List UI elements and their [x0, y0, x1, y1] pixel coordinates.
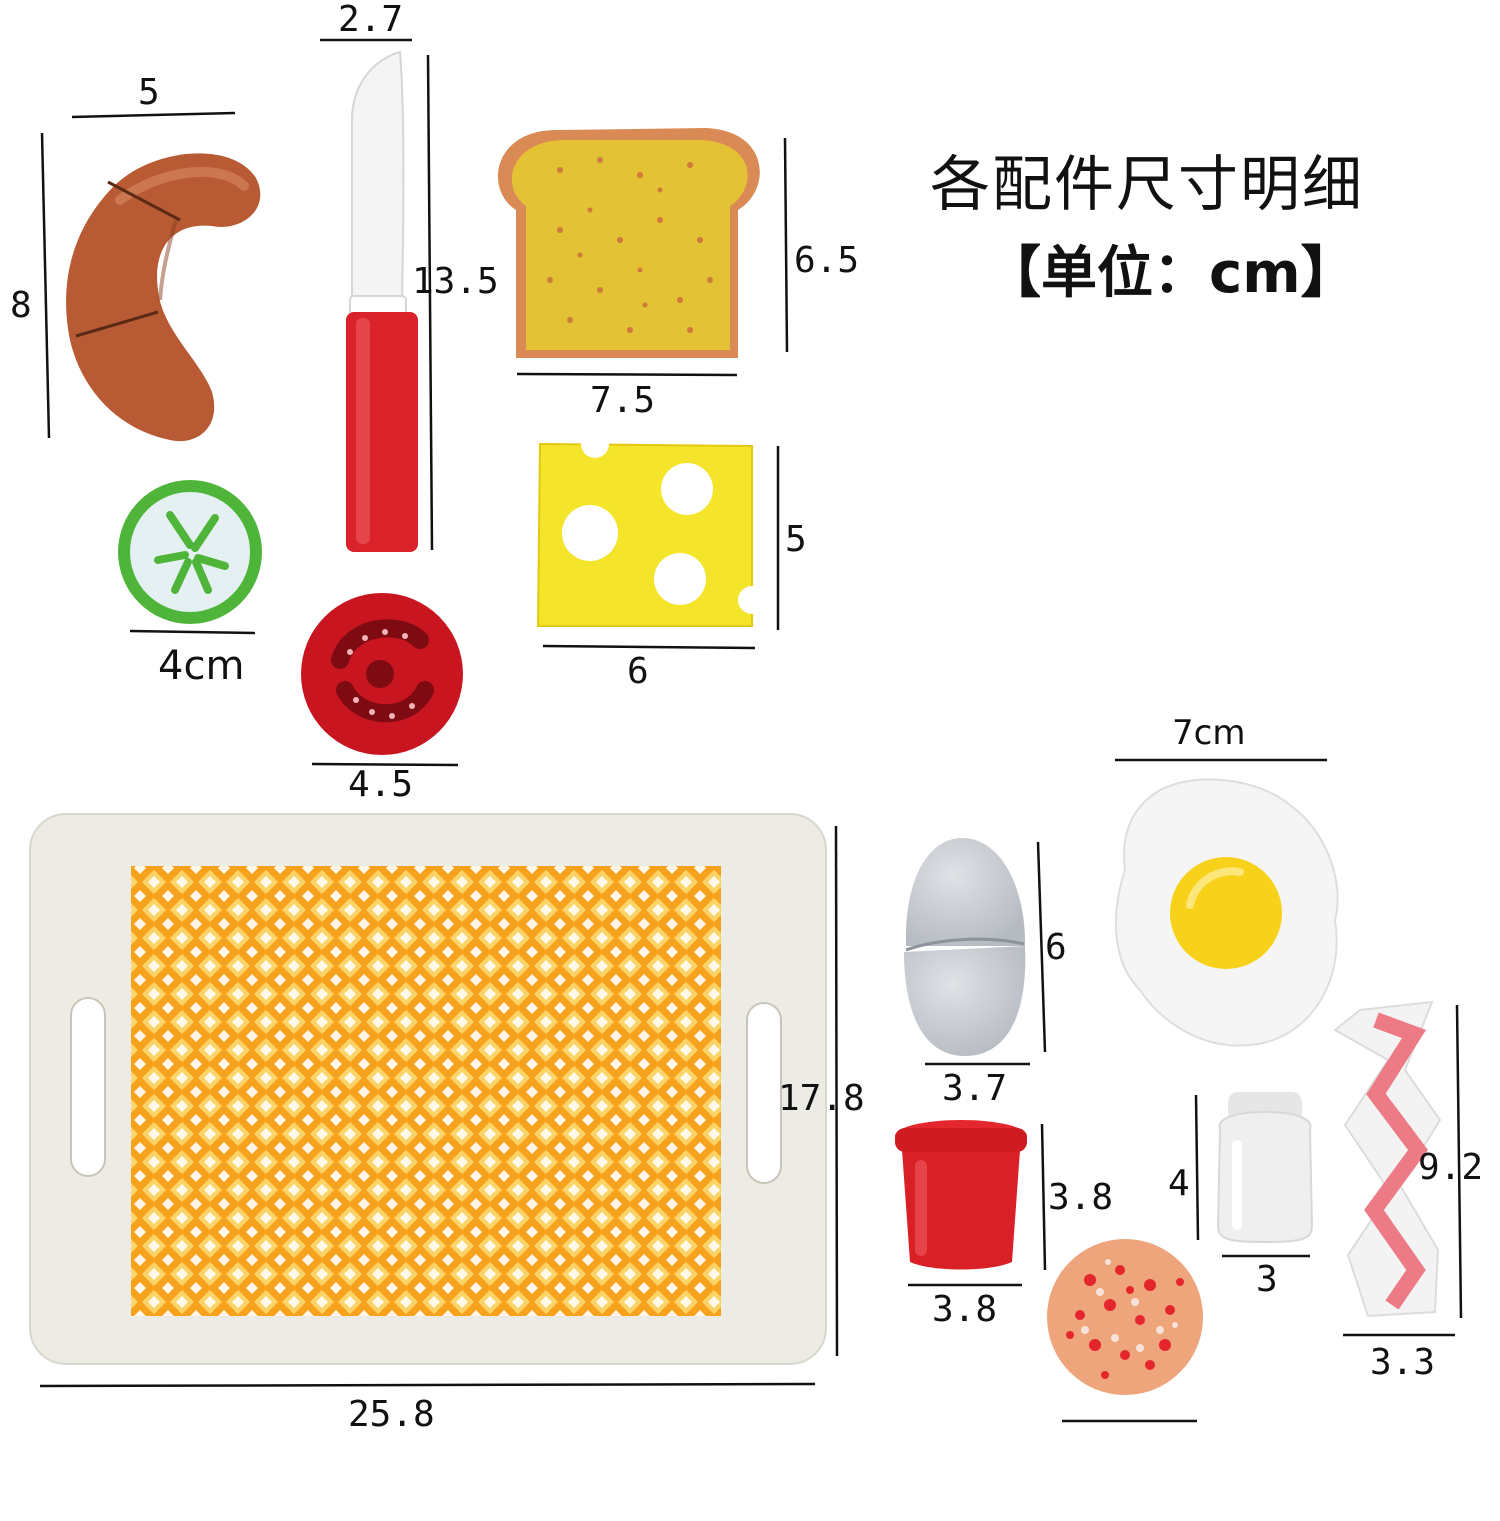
fried-egg-icon	[1114, 778, 1339, 1047]
bottle-height-label: 4	[1168, 1163, 1190, 1204]
salami-slice-icon	[1047, 1239, 1203, 1395]
toast-width-line	[516, 372, 738, 377]
egg-height-line	[1036, 841, 1047, 1053]
cucumber-slice-icon	[118, 480, 262, 624]
bottle-width-label: 3	[1256, 1259, 1278, 1300]
bacon-icon	[1333, 1000, 1442, 1318]
tray-width-line	[39, 1382, 816, 1388]
milk-bottle-icon	[1216, 1092, 1314, 1244]
sausage-width-label: 5	[138, 72, 160, 113]
sausage-height-label: 8	[10, 285, 32, 326]
dimension-lines	[39, 38, 1463, 1423]
sausage-width-line	[71, 111, 236, 119]
toast-width-label: 7.5	[590, 380, 656, 421]
page-title: 各配件尺寸明细	[930, 150, 1364, 220]
bottle-height-line	[1194, 1094, 1200, 1241]
cheese-width-label: 6	[627, 651, 649, 692]
cheese-icon	[536, 430, 766, 627]
knife-height-label: 13.5	[412, 261, 499, 302]
cheese-height-label: 5	[785, 519, 807, 560]
bacon-height-label: 9.2	[1418, 1147, 1484, 1188]
tray-height-label: 17.8	[778, 1078, 865, 1119]
cup-width-label: 3.8	[932, 1289, 998, 1330]
knife-width-label: 2.7	[338, 0, 404, 40]
cucumber-width-line	[129, 629, 256, 635]
egg-width-label: 3.7	[942, 1068, 1008, 1109]
tray-width-label: 25.8	[348, 1394, 435, 1435]
egg-height-label: 6	[1045, 927, 1067, 968]
sausage-icon	[66, 153, 261, 442]
tomato-width-label: 4.5	[348, 764, 414, 805]
cup-icon	[895, 1120, 1027, 1270]
toast-icon	[497, 128, 760, 358]
tomato-width-line	[311, 762, 459, 767]
tray-icon	[29, 813, 827, 1365]
knife-height-line	[426, 54, 434, 551]
tray-height-line	[834, 825, 839, 1357]
bacon-width-label: 3.3	[1370, 1342, 1436, 1383]
sausage-height-line	[40, 132, 51, 439]
bacon-height-line	[1455, 1004, 1463, 1319]
unit-label: 【单位：cm】	[985, 241, 1357, 306]
cheese-width-line	[542, 644, 756, 650]
knife-icon	[346, 50, 418, 552]
egg-icon	[904, 838, 1026, 1057]
cup-height-line	[1040, 1123, 1047, 1271]
cup-height-label: 3.8	[1048, 1177, 1114, 1218]
tomato-slice-icon	[301, 593, 463, 755]
cucumber-width-label: 4cm	[158, 643, 245, 689]
toast-height-line	[783, 137, 789, 353]
fried-egg-width-label: 7cm	[1172, 713, 1246, 753]
toast-height-label: 6.5	[794, 240, 860, 281]
